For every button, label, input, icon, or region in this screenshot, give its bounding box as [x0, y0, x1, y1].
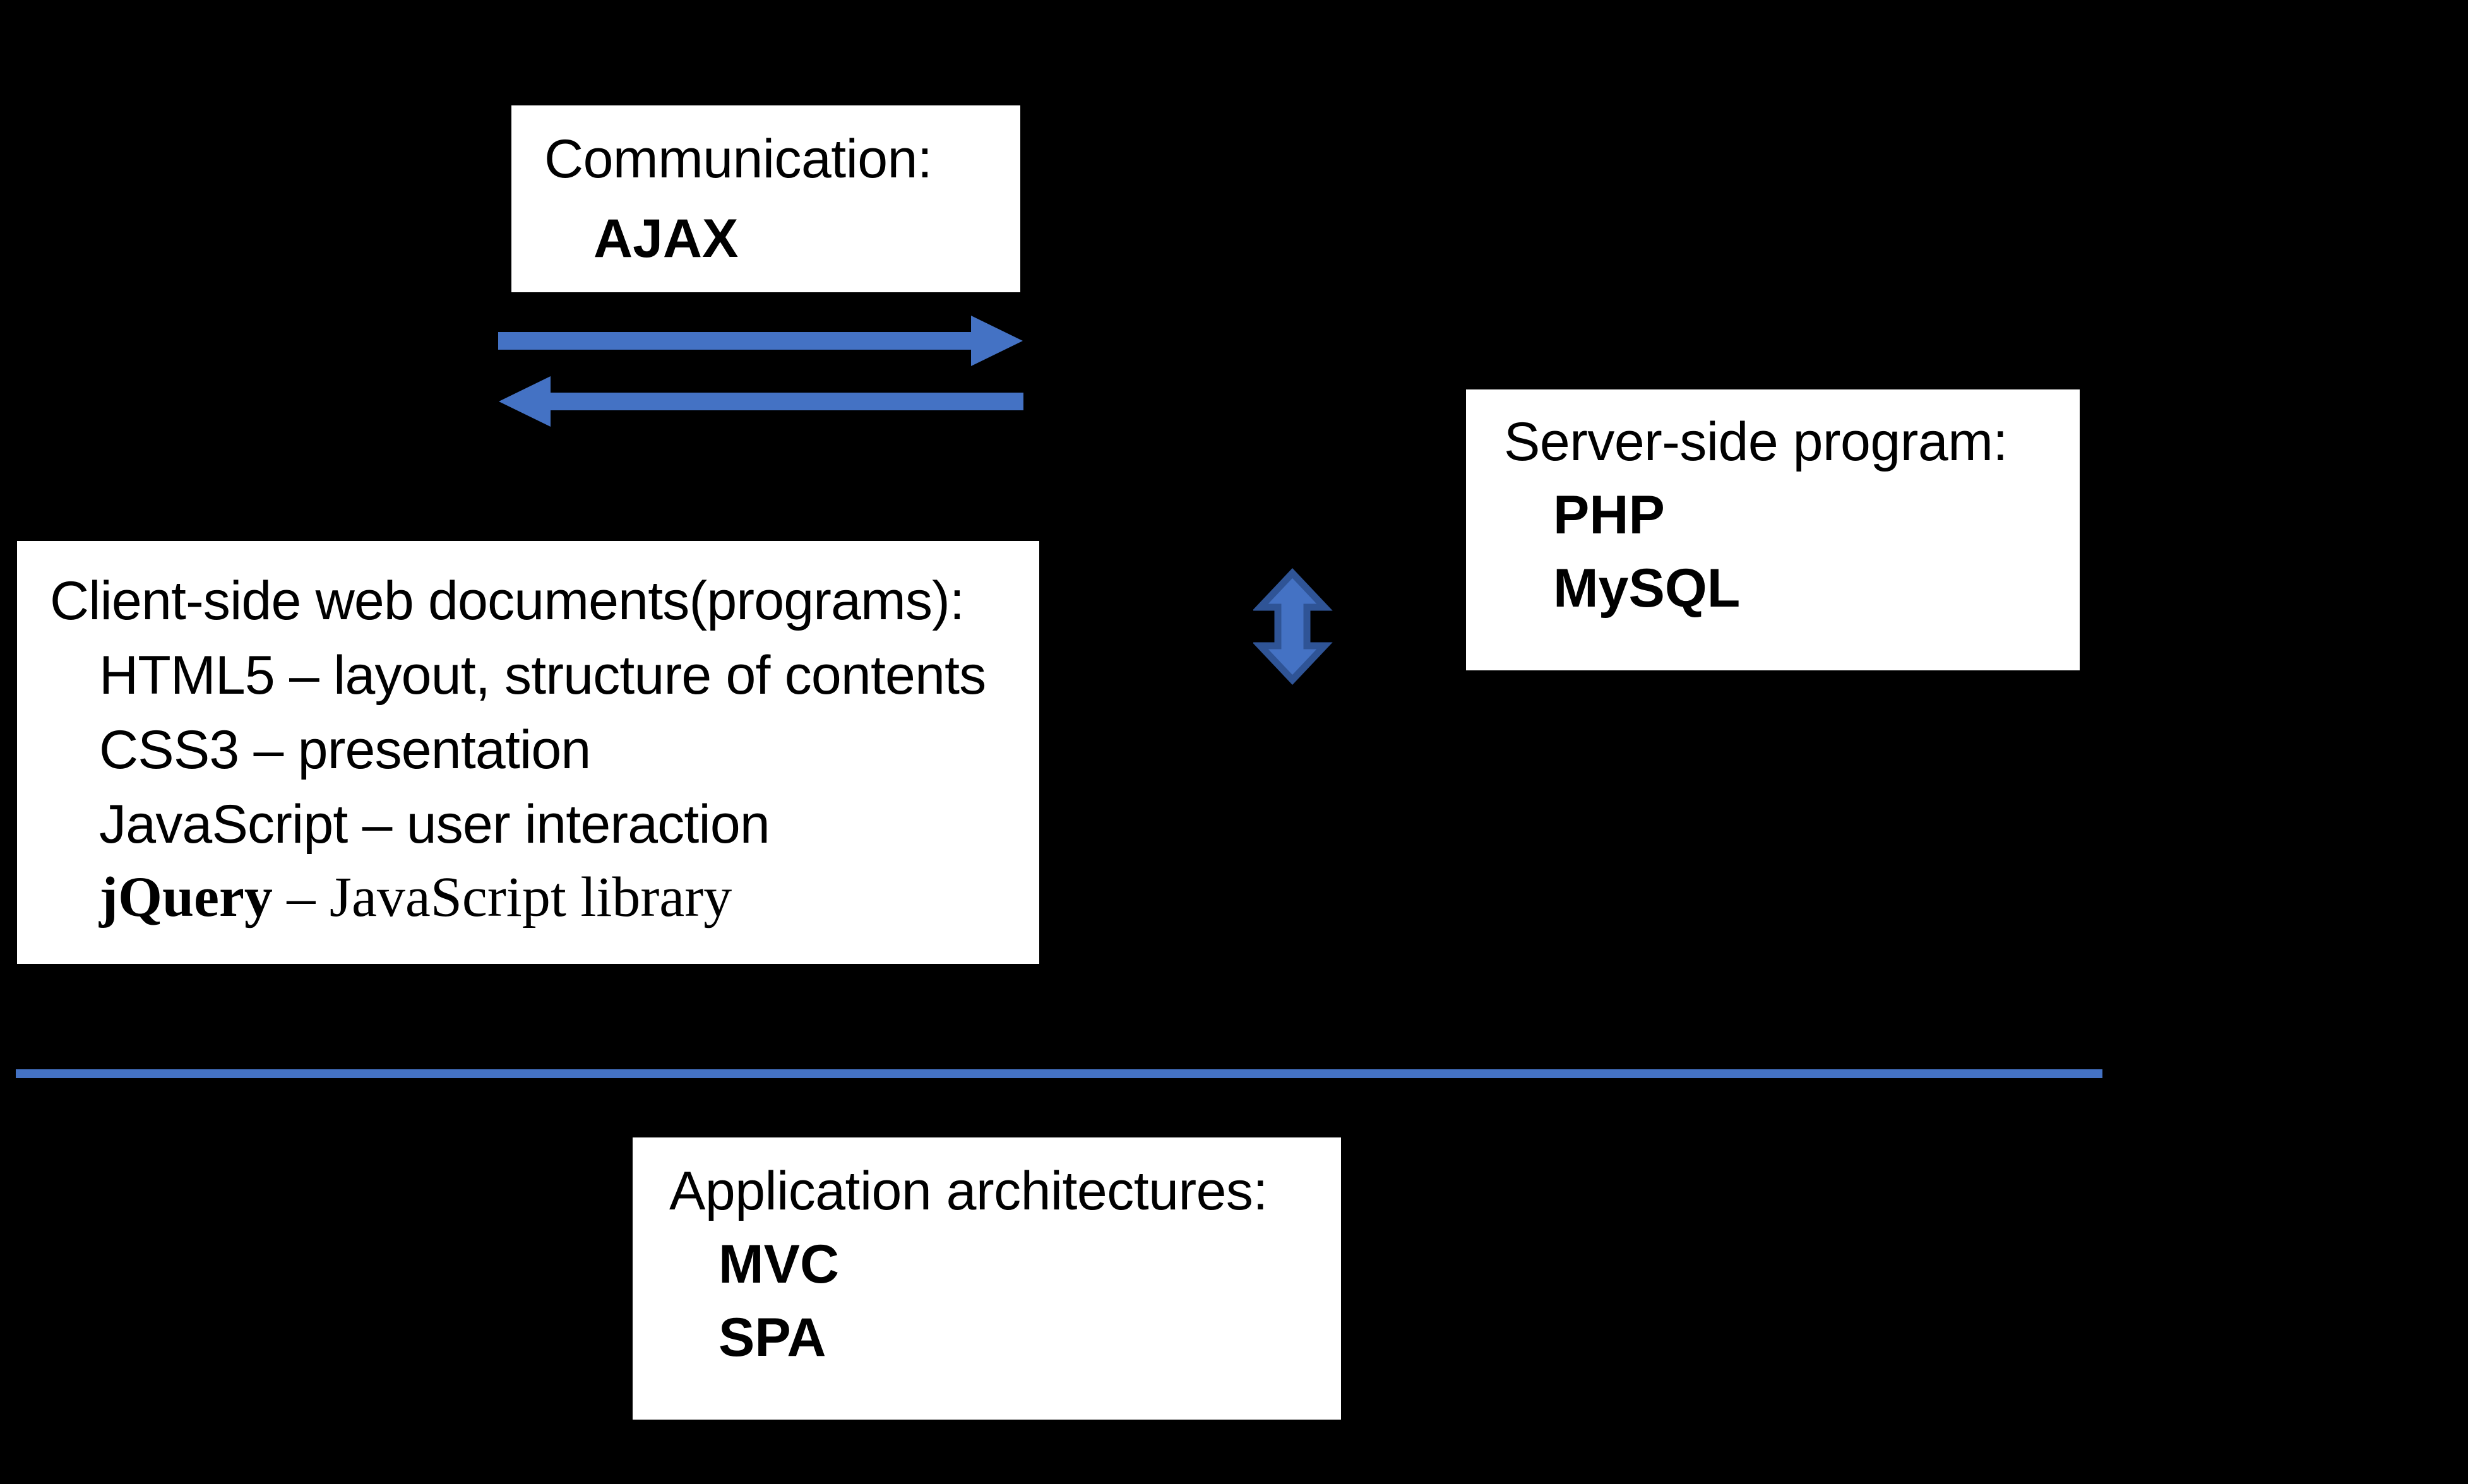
communication-item-ajax: AJAX	[593, 208, 739, 269]
client-side-item-jquery-name: jQuery	[99, 866, 273, 929]
client-side-item-jquery-desc: – JavaScript library	[272, 866, 732, 929]
server-side-box[interactable]: Server-side program: PHP MySQL	[1466, 389, 2080, 670]
section-divider	[0, 1055, 2134, 1091]
right-arrow-icon	[498, 316, 1023, 366]
request-arrow	[486, 316, 1035, 372]
client-server-link-arrow	[1252, 567, 1335, 686]
client-side-box[interactable]: Client-side web documents(programs): HTM…	[17, 541, 1039, 964]
client-side-item-html5: HTML5 – layout, structure of contents	[99, 645, 986, 706]
up-down-arrow-icon	[1252, 567, 1333, 686]
architectures-item-mvc: MVC	[718, 1234, 840, 1295]
client-side-title: Client-side web documents(programs):	[50, 571, 965, 631]
horizontal-divider-line-icon	[16, 1069, 2102, 1078]
communication-title: Communication:	[544, 129, 933, 189]
client-side-item-css3: CSS3 – presentation	[99, 720, 591, 780]
server-side-title: Server-side program:	[1504, 412, 2008, 472]
communication-box[interactable]: Communication: AJAX	[511, 105, 1020, 292]
server-side-item-mysql: MySQL	[1553, 558, 1741, 619]
architectures-box[interactable]: Application architectures: MVC SPA	[633, 1137, 1341, 1420]
client-side-item-javascript: JavaScript – user interaction	[99, 794, 770, 855]
architectures-item-spa: SPA	[718, 1307, 826, 1368]
response-arrow	[486, 376, 1035, 432]
server-side-item-php: PHP	[1553, 485, 1665, 545]
left-arrow-icon	[499, 376, 1023, 427]
client-side-item-jquery: jQuery – JavaScript library	[99, 869, 1039, 926]
architectures-title: Application architectures:	[669, 1161, 1268, 1221]
